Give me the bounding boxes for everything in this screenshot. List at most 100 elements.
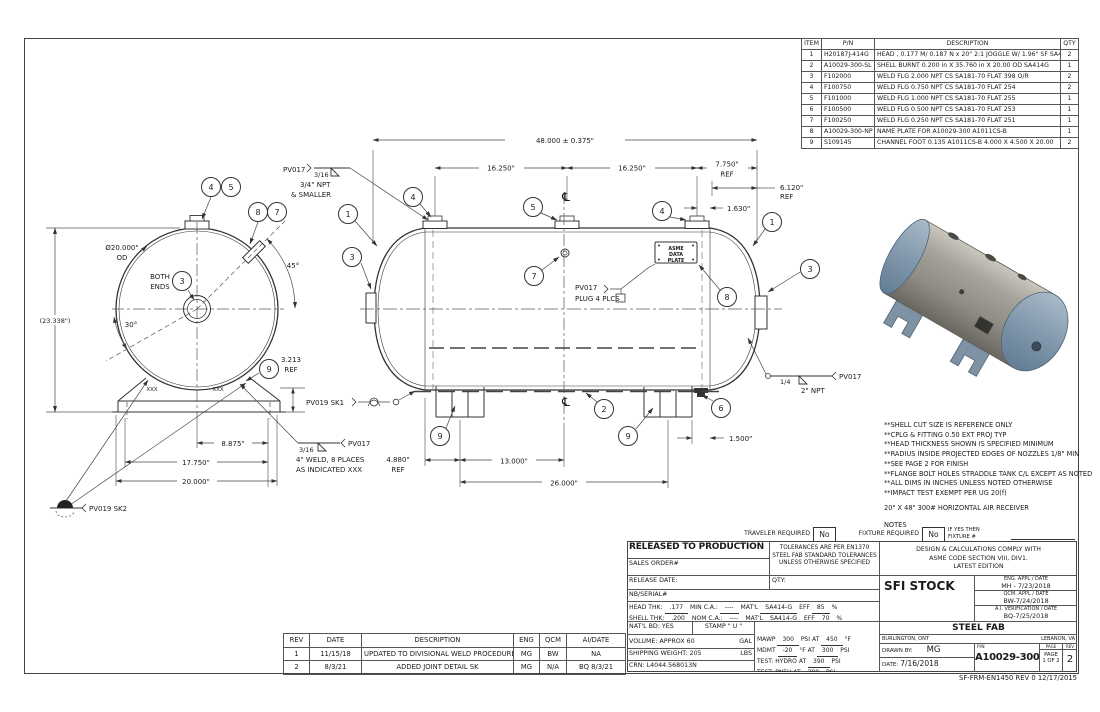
svg-text:8: 8 (255, 208, 260, 217)
drain-fitting (694, 388, 708, 393)
shell-thk-line: SHELL THK: .200 NOM C.A.: ---- MAT'L SA4… (629, 614, 877, 622)
svg-text:4: 4 (208, 183, 213, 192)
pv019-sk2-callout: PV019 SK2 (50, 379, 247, 518)
date-value: 7/16/2018 (900, 659, 939, 668)
svg-text:8: 8 (724, 293, 729, 302)
mdmt-label: MDMT (757, 647, 776, 654)
note-line: **ALL DIMS IN INCHES UNLESS NOTED OTHERW… (884, 479, 1053, 488)
weld-size-14: 1/4 (780, 378, 790, 386)
dim-6120: 6.120" (780, 184, 803, 192)
mawp-label: MAWP (757, 636, 776, 643)
note-line: **HEAD THICKNESS SHOWN IS SPECIFIED MINI… (884, 440, 1054, 449)
page-header: PAGE (1040, 644, 1062, 650)
drawn-by-field: DRAWN BY: MG (880, 644, 975, 658)
pv019-sk2-label: PV019 SK2 (89, 505, 127, 513)
shell-thk-value: .200 (666, 614, 690, 622)
svg-text:2: 2 (601, 405, 606, 414)
note-line: **SHELL CUT SIZE IS REFERENCE ONLY (884, 421, 1013, 429)
weld-xxx-right: XXX (212, 387, 224, 393)
centerline-symbol-bottom: ℄ (561, 395, 570, 409)
rev-header: REV (1063, 644, 1077, 650)
col-description: DESCRIPTION (874, 38, 1061, 50)
centerline-symbol-top: ℄ (561, 190, 570, 204)
ca-value: ---- (725, 614, 744, 622)
svg-text:4: 4 (659, 207, 664, 216)
note-line: **SEE PAGE 2 FOR FINISH (884, 459, 969, 468)
parts-header-row: ITEM P/N DESCRIPTION QTY (801, 38, 1079, 50)
eff-label: EFF (803, 614, 815, 622)
both-ends-label-1: BOTH (150, 273, 170, 281)
dim-13000: 13.000" (500, 458, 528, 466)
pv017-npt-callout: PV017 3/16 3/4" NPT & SMALLER (283, 163, 429, 221)
weld-note-1: 4" WELD, 8 PLACES (296, 456, 365, 464)
location-left: BURLINGTON, ONT (882, 636, 929, 642)
svg-text:6: 6 (718, 404, 723, 413)
balloon-item-3: 3 (172, 271, 192, 291)
fillet-weld-icon (317, 441, 328, 452)
design-note: DESIGN & CALCULATIONS COMPLY WITH ASME C… (880, 541, 1077, 576)
tolerance-line: STEEL FAB STANDARD TOLERANCES (772, 552, 877, 559)
title-block-frame (627, 541, 1077, 672)
ai-verification-value: BQ-7/25/2018 (1003, 612, 1049, 620)
svg-text:9: 9 (266, 365, 271, 374)
note-line: **IMPACT TEST EXEMPT PER UG 20(f) (884, 488, 1007, 497)
eng-approval-value: MH - 7/23/2018 (1001, 582, 1051, 590)
plate-text-1: ASME (668, 246, 683, 252)
traveler-required-value: No (813, 527, 836, 542)
ai-verification: A.I. VERIFICATION / DATE BQ-7/25/2018 (975, 606, 1077, 622)
fixture-required-label: FIXTURE REQUIRED (858, 530, 919, 537)
degf-label: °F (799, 647, 806, 654)
tolerance-line: TOLERANCES ARE PER EN1370 (779, 545, 870, 551)
weld-size-316: 3/16 (299, 446, 314, 454)
pv019-sk1-callout: PV019 SK1 (306, 390, 416, 407)
mawp-line: MAWP 300 PSI AT 450 °F (757, 635, 877, 646)
date-label: DATE: (882, 662, 899, 668)
svg-text:7: 7 (274, 208, 279, 217)
design-line: LATEST EDITION (953, 563, 1004, 571)
page-field: PAGE PAGE 1 OF 2 (1040, 644, 1063, 672)
qcm-approval: QCM. APPL / DATE BW-7/24/2018 (975, 591, 1077, 606)
drawing-title: 20" X 48" 300# HORIZONTAL AIR RECEIVER (884, 503, 1029, 512)
dim-4880-ref: REF (391, 466, 404, 474)
head-thk-line: HEAD THK: .177 MIN C.A.: ---- MAT'L SA41… (629, 603, 877, 614)
rev-value: 2 (1066, 654, 1074, 665)
od-label: OD (117, 254, 128, 262)
pneu-line: TEST: PNEU AT 390 PSI (757, 668, 877, 672)
design-line: ASME CODE SECTION VIII, DIV1. (929, 554, 1028, 562)
dim-1630: 1.630" (727, 205, 750, 213)
balloon-item-8: 8 (248, 202, 268, 222)
mdmt-value: -20 (777, 646, 798, 657)
balloon-item-7: 7 (524, 266, 544, 286)
sales-order-field: SALES ORDER# (627, 559, 770, 576)
pct-label: % (836, 614, 843, 622)
pv017-plug-callout: PV017 PLUG 4 PLCS (575, 263, 656, 303)
dim-4880: 4.880" (386, 456, 409, 464)
head-matl-value: SA414-G (760, 603, 798, 614)
pneu-label: TEST: PNEU (757, 669, 792, 672)
head-thk-label: HEAD THK: (629, 604, 663, 611)
balloon-item-3: 3 (800, 259, 820, 279)
balloon-item-5: 5 (221, 177, 241, 197)
plug-note: PLUG 4 PLCS (575, 295, 620, 303)
page-value-2: 1 OF 2 (1042, 658, 1060, 664)
nom-label: NOM (691, 614, 707, 622)
drawn-by-label: DRAWN BY: (882, 648, 913, 654)
dim-overall-length: 48.000 ± 0.375" (536, 137, 594, 145)
company-name: STEEL FAB (880, 622, 1077, 635)
side-view-balloons: 1 3 4 5 4 1 3 7 8 2 6 9 9 (338, 187, 820, 446)
svg-text:3: 3 (179, 277, 184, 286)
col-qty: QTY (1060, 38, 1079, 50)
od-dia-label: Ø20.000" (105, 244, 138, 252)
weld-symbol-icon (57, 500, 73, 508)
balloon-item-9: 9 (618, 426, 638, 446)
stock-label: SFI STOCK (880, 576, 975, 622)
balloon-item-6: 6 (711, 398, 731, 418)
plate-text-2: DATA (669, 252, 683, 258)
angle-30-label: 30° (125, 321, 137, 329)
dim-7750: 7.750" (715, 161, 738, 169)
shell-matl-value: SA414-G (765, 614, 802, 622)
balloon-item-4: 4 (403, 187, 423, 207)
